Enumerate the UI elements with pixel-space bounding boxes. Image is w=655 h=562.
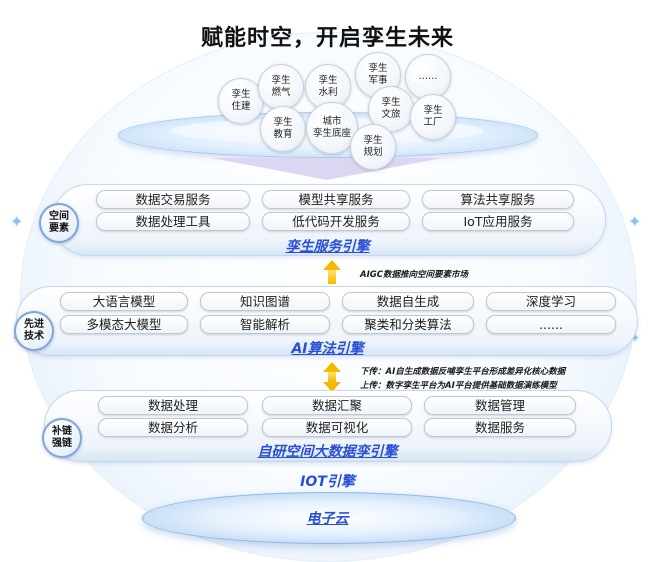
pill-data-service: 数据服务 — [424, 418, 576, 437]
pill-model-sharing: 模型共享服务 — [262, 190, 410, 209]
pill-low-code: 低代码开发服务 — [262, 212, 410, 231]
engine-ai-algorithm: AI算法引擎 — [291, 341, 364, 357]
engine-twin-service: 孪生服务引擎 — [285, 239, 370, 255]
pill-data-aggregation: 数据汇聚 — [262, 396, 412, 415]
note-downlink: 下传：AI自生成数据反哺孪生平台形成差异化核心数据 — [360, 367, 566, 377]
pill-llm: 大语言模型 — [60, 292, 188, 311]
pill-smart-parsing: 智能解析 — [200, 315, 330, 334]
scenario-bubble-planning: 孪生 规划 — [350, 124, 396, 170]
scenario-bubble-more: …… — [405, 54, 451, 100]
scenario-bubble-city-base: 城市 孪生底座 — [306, 102, 358, 154]
base-electronic-cloud: 电子云 — [306, 511, 349, 527]
badge-spatial-elements: 空间 要素 — [39, 203, 79, 243]
badge-chain-strengthen: 补链 强链 — [42, 418, 82, 458]
scenario-bubble-education: 孪生 教育 — [260, 106, 306, 152]
pill-iot-app: IoT应用服务 — [422, 212, 574, 231]
scenario-bubble-gas: 孪生 燃气 — [258, 64, 304, 110]
engine-bigdata: 自研空间大数据孪引擎 — [257, 444, 398, 460]
dish-funnel — [212, 158, 442, 180]
pill-data-trading: 数据交易服务 — [96, 190, 250, 209]
sparkle-icon: ✦ — [10, 212, 24, 231]
note-aigc: AIGC数据推向空间要素市场 — [360, 270, 468, 280]
pill-data-management: 数据管理 — [424, 396, 576, 415]
base-ring — [142, 492, 516, 544]
arrow-bidirectional-shaft — [328, 372, 336, 382]
pill-data-processing-tools: 数据处理工具 — [96, 212, 250, 231]
badge-advanced-tech: 先进 技术 — [14, 311, 54, 351]
page-title: 赋能时空，开启孪生未来 — [200, 26, 454, 51]
note-uplink: 上传：数字孪生平台为AI平台提供基础数据演练模型 — [360, 381, 557, 391]
pill-data-visualization: 数据可视化 — [262, 418, 412, 437]
scenario-bubble-factory: 孪生 工厂 — [410, 94, 456, 140]
pill-more: ...... — [486, 315, 616, 334]
scenario-bubble-water: 孪生 水利 — [305, 64, 351, 110]
pill-multimodal: 多模态大模型 — [60, 315, 188, 334]
pill-knowledge-graph: 知识图谱 — [200, 292, 330, 311]
pill-data-self-gen: 数据自生成 — [342, 292, 474, 311]
sparkle-icon: ✦ — [628, 212, 642, 231]
arrow-up-shaft — [328, 270, 336, 284]
pill-clustering: 聚类和分类算法 — [342, 315, 474, 334]
sparkle-icon: ✦ — [630, 331, 641, 345]
pill-data-analysis: 数据分析 — [98, 418, 248, 437]
pill-algorithm-sharing: 算法共享服务 — [422, 190, 574, 209]
engine-iot: IOT引擎 — [300, 474, 355, 490]
arrow-up-icon — [323, 362, 341, 372]
scenario-bubble-housing: 孪生 住建 — [218, 78, 264, 124]
arrow-down-icon — [323, 382, 341, 392]
pill-data-processing: 数据处理 — [98, 396, 248, 415]
pill-deep-learning: 深度学习 — [486, 292, 616, 311]
arrow-up-icon — [323, 260, 341, 270]
